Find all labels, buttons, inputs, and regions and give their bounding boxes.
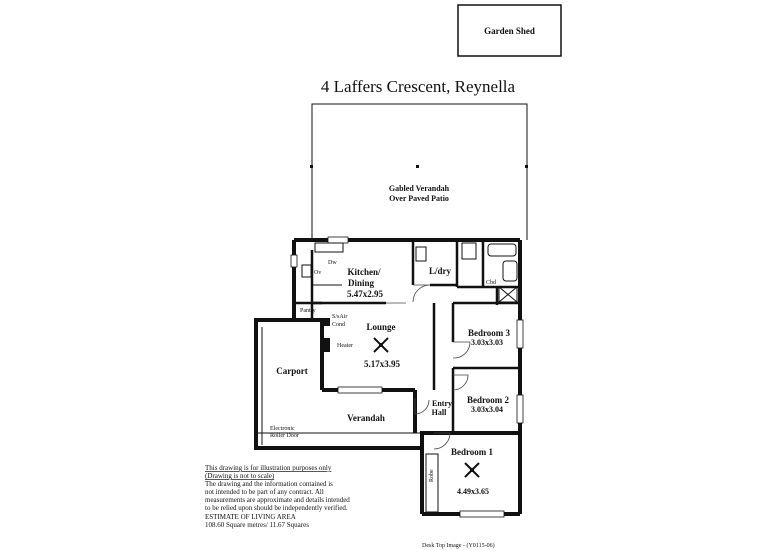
ceiling-fan-icon <box>464 462 480 478</box>
toilet-icon <box>461 242 477 260</box>
bedroom1-dimensions: 4.49x3.65 <box>457 487 489 496</box>
heater-icon <box>323 338 330 352</box>
living-area-heading: ESTIMATE OF LIVING AREA <box>205 513 296 521</box>
kitchen-dimensions: 5.47x2.95 <box>347 289 384 299</box>
page-title: 4 Laffers Crescent, Reynella <box>321 77 516 96</box>
living-area-value: 108.60 Square metres/ 11.67 Squares <box>205 521 309 529</box>
entry-hall-label-2: Hall <box>432 408 447 417</box>
lounge-label: Lounge <box>366 322 395 332</box>
verandah-posts <box>310 165 528 168</box>
carport-wall <box>254 318 420 450</box>
verandah-label: Verandah <box>347 413 385 423</box>
windows <box>290 236 524 518</box>
bedroom3-dimensions: 3.03x3.03 <box>471 338 503 347</box>
robe-label: Robe <box>429 469 435 482</box>
entry-hall-label: Entry <box>432 399 452 408</box>
gabled-verandah-sublabel: Over Paved Patio <box>389 194 449 203</box>
footer-reference: Desk Top Image - (Y0115-06) <box>422 542 495 549</box>
bath-icon <box>502 260 518 282</box>
vanity-icon <box>487 243 517 257</box>
garden-shed <box>457 4 562 57</box>
robe <box>425 453 439 513</box>
oven-icon <box>301 264 312 278</box>
kitchen-sink <box>314 242 344 253</box>
trough-icon <box>415 246 427 262</box>
door-swings <box>386 284 471 450</box>
gabled-verandah-outline <box>311 103 528 240</box>
air-cond-label: S/sAir <box>332 314 347 320</box>
disclaimer-line: to be relied upon should be independentl… <box>205 504 348 512</box>
cupboard-label: Cbd <box>486 280 496 286</box>
disclaimer-line: not intended to be part of any contract.… <box>205 488 324 496</box>
air-cond-icon <box>323 318 330 326</box>
roller-door-label: Electronic <box>270 426 295 432</box>
lounge-dimensions: 5.17x3.95 <box>364 359 401 369</box>
bedroom2-label: Bedroom 2 <box>467 395 510 405</box>
ceiling-fan-icon <box>373 337 389 353</box>
disclaimer-subheading: (Drawing is not to scale) <box>205 472 275 480</box>
bedroom1-label: Bedroom 1 <box>451 447 494 457</box>
oven-label: Ov <box>314 270 321 276</box>
heater-label: Heater <box>337 343 353 349</box>
bedroom3-label: Bedroom 3 <box>468 328 511 338</box>
kitchen-label: Kitchen/ <box>348 267 381 277</box>
kitchen-label-2: Dining <box>348 278 375 288</box>
dishwasher-label: Dw <box>328 260 337 266</box>
carport-label: Carport <box>276 366 308 376</box>
gabled-verandah-label: Gabled Verandah <box>389 184 450 193</box>
laundry-label: L/dry <box>429 266 452 276</box>
shower-icon <box>498 286 518 303</box>
bedroom2-dimensions: 3.03x3.04 <box>471 405 503 414</box>
disclaimer-heading: This drawing is for illustration purpose… <box>205 464 332 472</box>
pantry-label: Pantry <box>300 308 316 314</box>
disclaimer-line: The drawing and the information containe… <box>205 480 333 488</box>
air-cond-label-2: Cond <box>332 322 345 328</box>
garden-shed-label: Garden Shed <box>484 26 535 36</box>
disclaimer-line: measurements are approximate and details… <box>205 496 350 504</box>
roller-door-label-2: Roller Door <box>270 433 299 439</box>
